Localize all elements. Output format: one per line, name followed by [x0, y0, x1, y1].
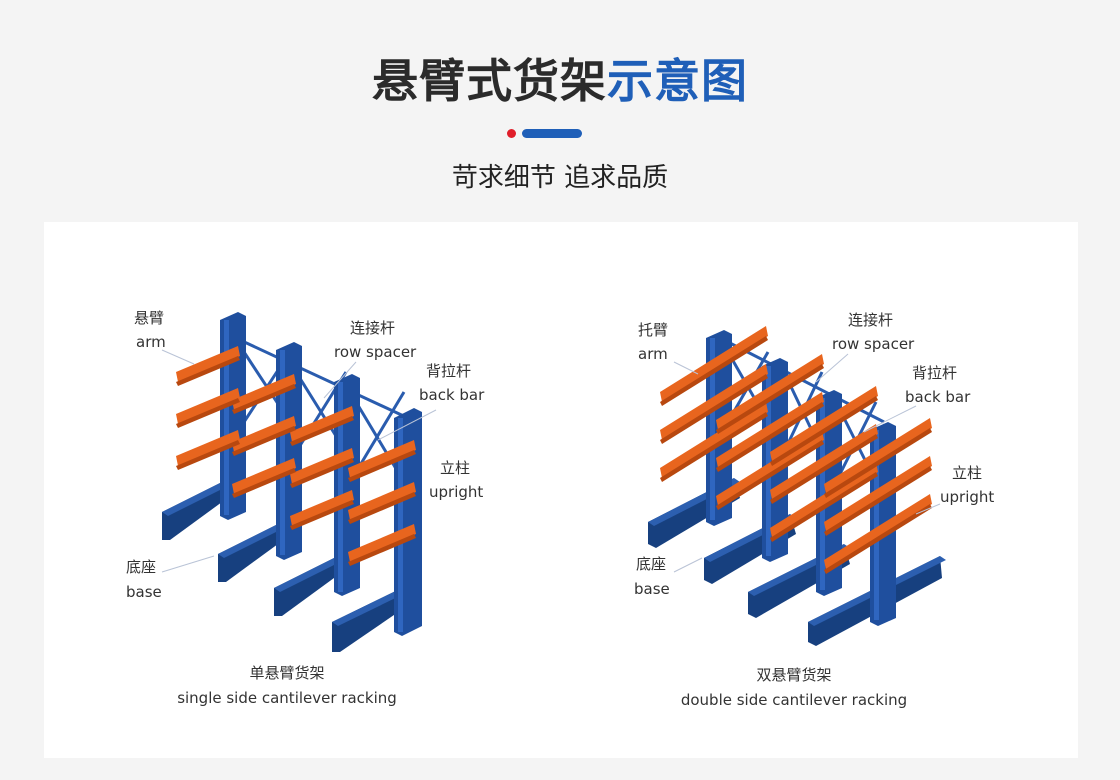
title-dark-part: 悬臂式货架 — [372, 54, 607, 108]
uprights — [220, 312, 422, 636]
label-back-bar-en: back bar — [419, 386, 485, 404]
label-arm-en: arm — [136, 333, 166, 351]
label-base-zh: 底座 — [126, 558, 156, 576]
label-row-spacer-en: row spacer — [334, 343, 417, 361]
label-base2-zh: 底座 — [636, 555, 666, 573]
accent-bar — [522, 129, 582, 138]
label-arm-zh: 悬臂 — [134, 309, 164, 327]
accent-dot — [507, 129, 516, 138]
arms-double — [660, 326, 932, 570]
label-back-bar2-en: back bar — [905, 388, 971, 406]
rack-base-group — [162, 482, 416, 652]
caption-double-en: double side cantilever racking — [681, 691, 907, 709]
label-back-bar2-zh: 背拉杆 — [912, 364, 957, 382]
label-base-en: base — [126, 583, 162, 601]
arms — [176, 346, 416, 562]
double-side-rack-illustration — [648, 326, 946, 646]
rack-base-group-double — [648, 478, 946, 646]
label-upright2-zh: 立柱 — [952, 464, 982, 482]
label-upright-zh: 立柱 — [440, 459, 470, 477]
title-blue-part: 示意图 — [607, 54, 748, 108]
page-title: 悬臂式货架示意图 — [0, 52, 1120, 110]
label-row-spacer2-zh: 连接杆 — [848, 311, 893, 329]
label-back-bar-zh: 背拉杆 — [426, 362, 471, 380]
caption-double-zh: 双悬臂货架 — [756, 666, 831, 684]
diagram-canvas: .lbl { font-family: "DejaVu Sans", "Libe… — [126, 309, 994, 709]
diagram-panel: .lbl { font-family: "DejaVu Sans", "Libe… — [44, 222, 1078, 758]
label-upright-en: upright — [429, 483, 483, 501]
arm-shadows-double — [660, 336, 932, 574]
single-side-rack-illustration — [161, 312, 437, 652]
caption-single-zh: 单悬臂货架 — [249, 664, 324, 682]
label-arm2-zh: 托臂 — [638, 321, 668, 339]
subtitle: 苛求细节 追求品质 — [451, 163, 669, 193]
label-arm2-en: arm — [638, 345, 668, 363]
caption-single-en: single side cantilever racking — [177, 689, 397, 707]
label-row-spacer-zh: 连接杆 — [350, 319, 395, 337]
label-base2-en: base — [634, 580, 670, 598]
label-upright2-en: upright — [940, 488, 994, 506]
arm-shadows — [176, 356, 416, 566]
label-row-spacer2-en: row spacer — [832, 335, 915, 353]
